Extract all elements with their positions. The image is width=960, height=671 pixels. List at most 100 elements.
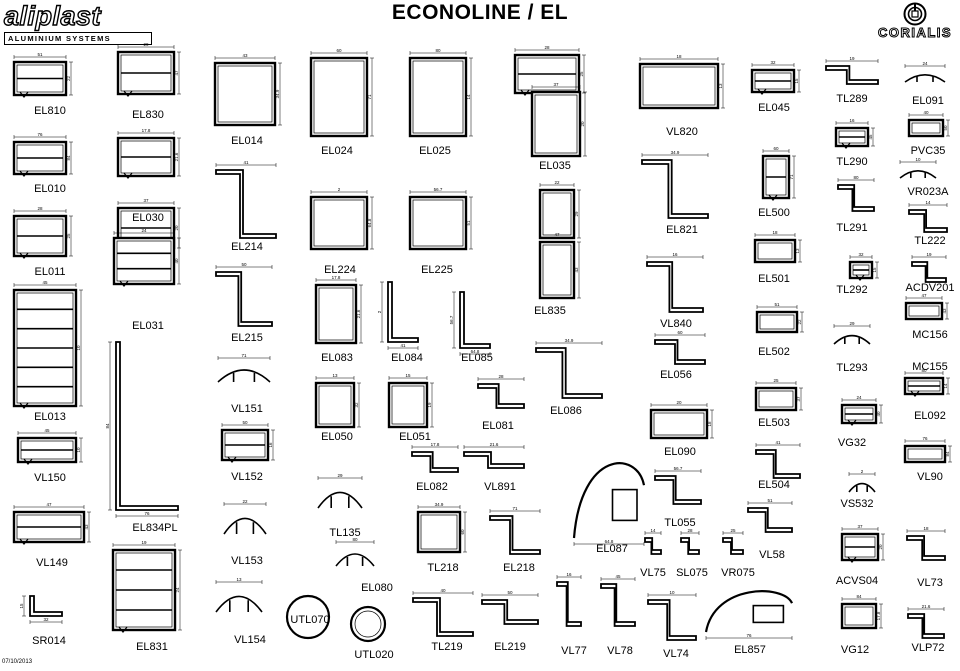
dimension-value: 20: [676, 400, 682, 405]
profile-outline: [530, 90, 582, 158]
part-label: EL050: [321, 431, 353, 443]
part-label: VL891: [484, 481, 516, 493]
dimension-value: 34.9: [671, 150, 680, 155]
profile-outline: [215, 271, 273, 327]
dimension-value: 22: [797, 319, 802, 325]
dimension-value: 28: [498, 374, 504, 379]
profile-clip: [123, 172, 133, 179]
aliplast-wordmark: aliplast: [3, 1, 102, 31]
aliplast-logo: aliplast ALUMINIUM SYSTEMS: [3, 1, 152, 45]
profile-clip: [19, 91, 29, 98]
profile-outline: [309, 195, 369, 251]
profile-outline: [680, 537, 700, 555]
dimension-value: 71: [241, 353, 247, 358]
part-label: VL152: [231, 471, 263, 483]
dimension-value: 84: [856, 594, 862, 599]
dimension-value: 51: [774, 302, 780, 307]
profile-outline: [647, 599, 697, 641]
gasket-outline: [899, 170, 937, 179]
profile-clip: [841, 142, 851, 149]
dimension-value: 37: [143, 198, 149, 203]
profile-inner: [313, 199, 365, 247]
gasket-outline: [848, 482, 876, 493]
dimension-value: 40: [174, 258, 179, 264]
profile-clip: [910, 390, 920, 397]
dimension-value: 76: [37, 132, 43, 137]
profile-outline: [412, 597, 474, 637]
part-label: EL087: [596, 543, 628, 555]
part-label: EL835: [534, 305, 566, 317]
dimension-value: 2: [338, 187, 341, 192]
dimension-value: 43: [942, 308, 947, 314]
dimension-value: 71: [512, 506, 518, 511]
dimension-value: 84: [105, 423, 110, 429]
profile-outline: [754, 386, 798, 412]
profile-inner: [542, 192, 572, 236]
dimension-value: 14: [466, 94, 471, 100]
dimension-value: 50: [241, 262, 247, 267]
dimension-value: 18: [772, 230, 778, 235]
part-label: EL083: [321, 352, 353, 364]
profile-inner: [542, 244, 572, 296]
part-label: TL291: [836, 222, 868, 234]
dimension-value: 60: [773, 146, 779, 151]
profile-inner: [844, 606, 874, 626]
gasket-outline: [317, 491, 363, 509]
profile-outline: [747, 507, 793, 533]
part-label: EL834PL: [132, 522, 178, 534]
profile-outline: [112, 236, 176, 286]
dimension-value: 28: [37, 206, 43, 211]
dimension-value: 24: [856, 395, 862, 400]
dimension-value: 29: [337, 473, 343, 478]
profile-outline: [572, 462, 646, 539]
dimension-value: 64.8: [605, 539, 614, 544]
part-label: ACDV201: [905, 282, 955, 294]
part-label: VL90: [917, 471, 943, 483]
dimension-value: 37: [796, 396, 801, 402]
dimension-value: 13: [718, 83, 723, 89]
dimension-value: 29: [849, 321, 855, 326]
corialis-emblem-icon: [903, 2, 927, 26]
dimension-value: 24: [141, 228, 147, 233]
part-label: TL293: [836, 362, 868, 374]
profile-clip: [855, 274, 865, 281]
dimension-value: 19: [849, 56, 855, 61]
profile-inner: [758, 390, 794, 408]
part-label: EL014: [231, 135, 263, 147]
dimension-value: 14: [943, 383, 948, 389]
part-label: UTL070: [290, 614, 330, 626]
dimension-value: 64.8: [471, 349, 480, 354]
dimension-value: 21.6: [356, 309, 361, 318]
dimension-value: 25: [66, 233, 71, 239]
part-label: PVC35: [910, 145, 946, 157]
dimension-value: 56.7: [449, 315, 454, 324]
dimension-value: 34.9: [275, 89, 280, 98]
dimension-value: 41: [400, 343, 406, 348]
profile-outline: [600, 583, 636, 627]
part-label: TL135: [329, 527, 361, 539]
profile-inner: [911, 122, 941, 134]
dimension-value: 28: [687, 528, 693, 533]
dimension-value: 37: [857, 524, 863, 529]
dimension-value: 34.9: [565, 338, 574, 343]
profile-outline: [29, 595, 63, 617]
dimension-value: 13: [795, 248, 800, 254]
profile-outline: [752, 604, 785, 624]
dimension-value: 17.8: [876, 611, 881, 620]
part-label: TL290: [836, 156, 868, 168]
dimension-value: 32: [43, 617, 49, 622]
part-label: MC156: [912, 329, 948, 341]
part-label: EL051: [399, 431, 431, 443]
dimension-value: 80: [853, 175, 859, 180]
dimension-value: 21.6: [922, 604, 931, 609]
profile-outline: [903, 444, 947, 464]
profile-outline: [649, 408, 709, 440]
profile-outline: [535, 347, 603, 399]
profile-outline: [611, 488, 638, 522]
profile-inner: [412, 60, 464, 134]
profile-clip: [119, 280, 129, 287]
dimension-value: 17.8: [332, 275, 341, 280]
part-label: VL820: [666, 126, 698, 138]
dimension-value: 43: [242, 53, 248, 58]
